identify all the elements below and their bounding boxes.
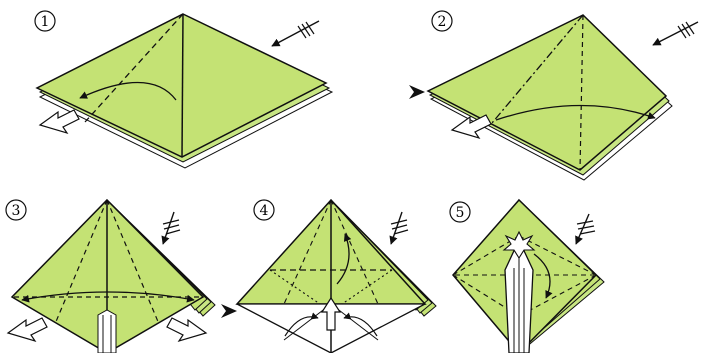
step-1-label: 1 — [41, 14, 50, 30]
step-3-turn-over-icon — [163, 212, 180, 244]
step-1-center-crease — [182, 14, 183, 157]
step-2-label: 2 — [438, 14, 447, 30]
step-1-turn-over-icon — [272, 21, 319, 46]
step-2-number: 2 — [432, 11, 452, 31]
step-2: 2 — [409, 11, 698, 180]
step-5: 5 — [450, 200, 604, 353]
step-3-right-push-arrow-icon — [167, 318, 206, 341]
step-1-number: 1 — [35, 11, 55, 31]
step-4-number: 4 — [254, 200, 274, 220]
step-4: 4 — [221, 200, 436, 353]
step-3-center-flap — [98, 310, 116, 353]
step-5-label: 5 — [456, 205, 465, 221]
step-3: 3 — [6, 200, 215, 353]
step-4-side-arrowhead-icon — [221, 304, 237, 318]
step-2-turn-over-icon — [653, 22, 698, 45]
step-4-turn-over-icon — [391, 212, 408, 244]
step-2-side-arrowhead-icon — [409, 85, 425, 99]
step-1-push-arrow-icon — [40, 110, 79, 133]
step-5-number: 5 — [450, 202, 470, 222]
step-4-label: 4 — [260, 203, 269, 219]
step-2-paper — [428, 15, 666, 170]
step-3-number: 3 — [6, 200, 26, 220]
step-3-left-push-arrow-icon — [8, 318, 47, 341]
step-5-turn-over-icon — [576, 214, 595, 244]
step-3-label: 3 — [12, 203, 21, 219]
step-1: 1 — [35, 11, 332, 168]
